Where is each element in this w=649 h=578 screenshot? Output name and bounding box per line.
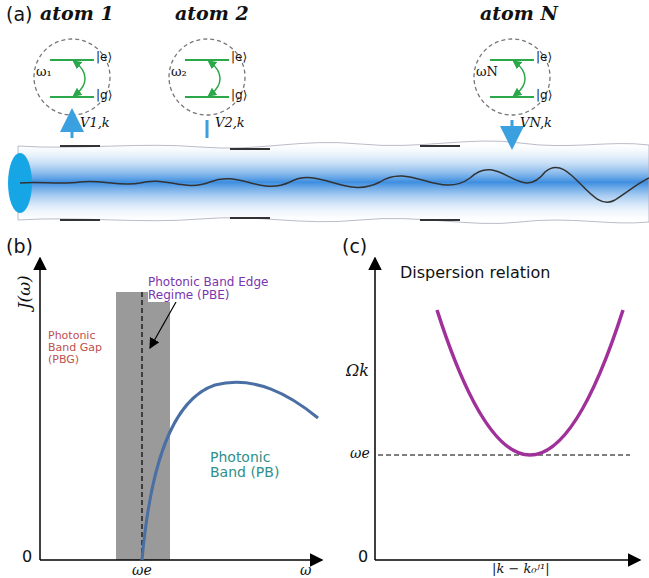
frequency: ω₂ bbox=[171, 65, 187, 79]
plot-title: Dispersion relation bbox=[400, 264, 550, 282]
excited-state: |e⟩ bbox=[96, 51, 112, 64]
excited-state: |e⟩ bbox=[231, 51, 247, 64]
axis-label: Ωk bbox=[346, 362, 369, 380]
atom-name: atom 2 bbox=[175, 3, 249, 24]
region-label: Photonic Band (PB) bbox=[210, 450, 310, 481]
ground-state: |g⟩ bbox=[96, 89, 112, 102]
frequency: ω₁ bbox=[36, 65, 52, 79]
coupling-label: VN,k bbox=[520, 116, 552, 130]
panel-label: (b) bbox=[6, 236, 33, 257]
axis-tick: ωe bbox=[132, 563, 152, 578]
axis-tick: ωe bbox=[350, 446, 370, 461]
panel-label: (c) bbox=[342, 236, 367, 257]
atom-circle: atom 2ω₂|e⟩|g⟩ bbox=[169, 39, 245, 115]
axis-label: J(ω) bbox=[14, 275, 33, 309]
region-label: Photonic Band Edge Regime (PBE) bbox=[148, 276, 288, 302]
frequency: ωN bbox=[476, 65, 498, 79]
coupling-label: V1,k bbox=[80, 116, 110, 130]
atom-circle: atom NωN|e⟩|g⟩ bbox=[474, 39, 550, 115]
panel-label: (a) bbox=[6, 4, 32, 25]
region-label: Photonic Band Gap (PBG) bbox=[48, 330, 112, 366]
ground-state: |g⟩ bbox=[536, 89, 552, 102]
excited-state: |e⟩ bbox=[536, 51, 552, 64]
axis-label: |k − k₀ʲ¹| bbox=[492, 562, 550, 576]
atom-name: atom N bbox=[480, 3, 558, 24]
axis-tick: 0 bbox=[22, 548, 32, 566]
atom-name: atom 1 bbox=[40, 3, 114, 24]
axis-tick: 0 bbox=[358, 548, 368, 566]
coupling-label: V2,k bbox=[215, 116, 245, 130]
ground-state: |g⟩ bbox=[231, 89, 247, 102]
axis-tick: ω bbox=[300, 563, 311, 578]
atom-circle: atom 1ω₁|e⟩|g⟩ bbox=[34, 39, 110, 115]
